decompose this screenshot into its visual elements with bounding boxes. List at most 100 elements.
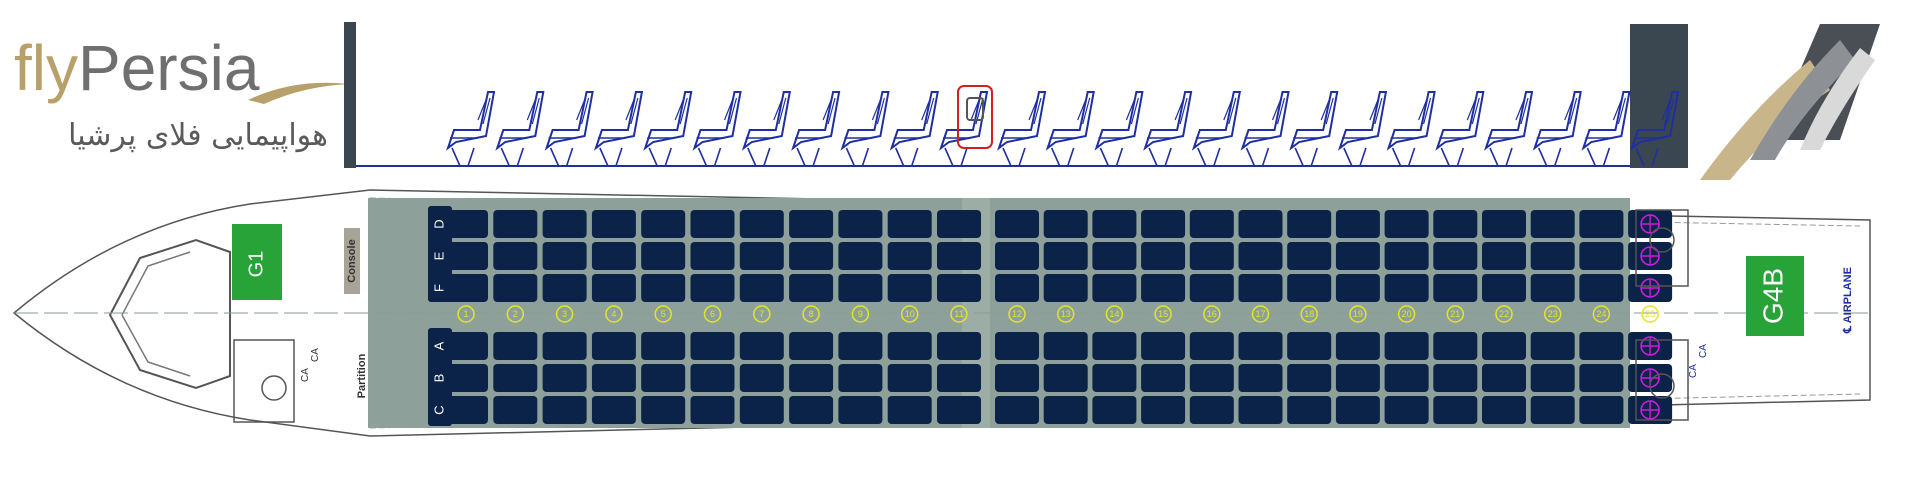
- seat-5D[interactable]: [641, 210, 686, 238]
- seat-10F[interactable]: [887, 274, 932, 302]
- seat-6A[interactable]: [690, 332, 735, 360]
- seat-14E[interactable]: [1092, 242, 1137, 270]
- seat-11D[interactable]: [937, 210, 981, 238]
- seat-7F[interactable]: [739, 274, 784, 302]
- seat-8A[interactable]: [789, 332, 834, 360]
- seat-20F[interactable]: [1384, 274, 1429, 302]
- seat-16C[interactable]: [1189, 396, 1234, 424]
- seat-15D[interactable]: [1141, 210, 1186, 238]
- seat-12C[interactable]: [995, 396, 1039, 424]
- seat-3C[interactable]: [542, 396, 587, 424]
- seat-18C[interactable]: [1287, 396, 1332, 424]
- seat-3B[interactable]: [542, 364, 587, 392]
- seat-8B[interactable]: [789, 364, 834, 392]
- seat-15A[interactable]: [1141, 332, 1186, 360]
- seat-4F[interactable]: [591, 274, 636, 302]
- seat-18E[interactable]: [1287, 242, 1332, 270]
- seat-17D[interactable]: [1238, 210, 1283, 238]
- seat-14D[interactable]: [1092, 210, 1137, 238]
- seat-24E[interactable]: [1579, 242, 1624, 270]
- seat-6C[interactable]: [690, 396, 735, 424]
- seat-21C[interactable]: [1433, 396, 1478, 424]
- seat-19E[interactable]: [1335, 242, 1380, 270]
- seat-6D[interactable]: [690, 210, 735, 238]
- seat-14C[interactable]: [1092, 396, 1137, 424]
- seat-7D[interactable]: [739, 210, 784, 238]
- seat-3F[interactable]: [542, 274, 587, 302]
- seat-16E[interactable]: [1189, 242, 1234, 270]
- seat-18B[interactable]: [1287, 364, 1332, 392]
- seat-12E[interactable]: [995, 242, 1039, 270]
- seat-2E[interactable]: [493, 242, 538, 270]
- seat-16B[interactable]: [1189, 364, 1234, 392]
- seat-12F[interactable]: [995, 274, 1039, 302]
- seat-7E[interactable]: [739, 242, 784, 270]
- seat-21B[interactable]: [1433, 364, 1478, 392]
- seat-8E[interactable]: [789, 242, 834, 270]
- seat-17E[interactable]: [1238, 242, 1283, 270]
- seat-5E[interactable]: [641, 242, 686, 270]
- seat-24F[interactable]: [1579, 274, 1624, 302]
- seat-23A[interactable]: [1530, 332, 1575, 360]
- seat-1B[interactable]: [444, 364, 488, 392]
- seat-13C[interactable]: [1043, 396, 1088, 424]
- seat-10D[interactable]: [887, 210, 932, 238]
- seat-21E[interactable]: [1433, 242, 1478, 270]
- seat-23E[interactable]: [1530, 242, 1575, 270]
- seat-15F[interactable]: [1141, 274, 1186, 302]
- seat-1E[interactable]: [444, 242, 488, 270]
- seat-13D[interactable]: [1043, 210, 1088, 238]
- seat-20A[interactable]: [1384, 332, 1429, 360]
- seat-6E[interactable]: [690, 242, 735, 270]
- seat-3E[interactable]: [542, 242, 587, 270]
- seat-21F[interactable]: [1433, 274, 1478, 302]
- seat-11A[interactable]: [937, 332, 981, 360]
- seat-9B[interactable]: [838, 364, 883, 392]
- seat-23B[interactable]: [1530, 364, 1575, 392]
- seat-9D[interactable]: [838, 210, 883, 238]
- seat-4D[interactable]: [591, 210, 636, 238]
- seat-2C[interactable]: [493, 396, 538, 424]
- seat-18D[interactable]: [1287, 210, 1332, 238]
- seat-10E[interactable]: [887, 242, 932, 270]
- seat-3D[interactable]: [542, 210, 587, 238]
- seat-9E[interactable]: [838, 242, 883, 270]
- seat-16D[interactable]: [1189, 210, 1234, 238]
- seat-11B[interactable]: [937, 364, 981, 392]
- seat-9A[interactable]: [838, 332, 883, 360]
- seat-16A[interactable]: [1189, 332, 1234, 360]
- seat-19C[interactable]: [1335, 396, 1380, 424]
- seat-20E[interactable]: [1384, 242, 1429, 270]
- seat-13E[interactable]: [1043, 242, 1088, 270]
- seat-24C[interactable]: [1579, 396, 1624, 424]
- seat-21D[interactable]: [1433, 210, 1478, 238]
- seat-1A[interactable]: [444, 332, 488, 360]
- seat-5C[interactable]: [641, 396, 686, 424]
- seat-4A[interactable]: [591, 332, 636, 360]
- seat-9F[interactable]: [838, 274, 883, 302]
- seat-24D[interactable]: [1579, 210, 1624, 238]
- seat-17C[interactable]: [1238, 396, 1283, 424]
- seat-17F[interactable]: [1238, 274, 1283, 302]
- seat-17B[interactable]: [1238, 364, 1283, 392]
- seat-5F[interactable]: [641, 274, 686, 302]
- seat-21A[interactable]: [1433, 332, 1478, 360]
- seat-22C[interactable]: [1482, 396, 1526, 424]
- seat-16F[interactable]: [1189, 274, 1234, 302]
- seat-12B[interactable]: [995, 364, 1039, 392]
- seat-14F[interactable]: [1092, 274, 1137, 302]
- seat-18A[interactable]: [1287, 332, 1332, 360]
- seat-11C[interactable]: [937, 396, 981, 424]
- seat-1F[interactable]: [444, 274, 488, 302]
- seat-23D[interactable]: [1530, 210, 1575, 238]
- seat-2A[interactable]: [493, 332, 538, 360]
- seat-10B[interactable]: [887, 364, 932, 392]
- seat-17A[interactable]: [1238, 332, 1283, 360]
- seat-8D[interactable]: [789, 210, 834, 238]
- seat-8F[interactable]: [789, 274, 834, 302]
- seat-11E[interactable]: [937, 242, 981, 270]
- seat-10A[interactable]: [887, 332, 932, 360]
- seat-7B[interactable]: [739, 364, 784, 392]
- seat-20C[interactable]: [1384, 396, 1429, 424]
- seat-4C[interactable]: [591, 396, 636, 424]
